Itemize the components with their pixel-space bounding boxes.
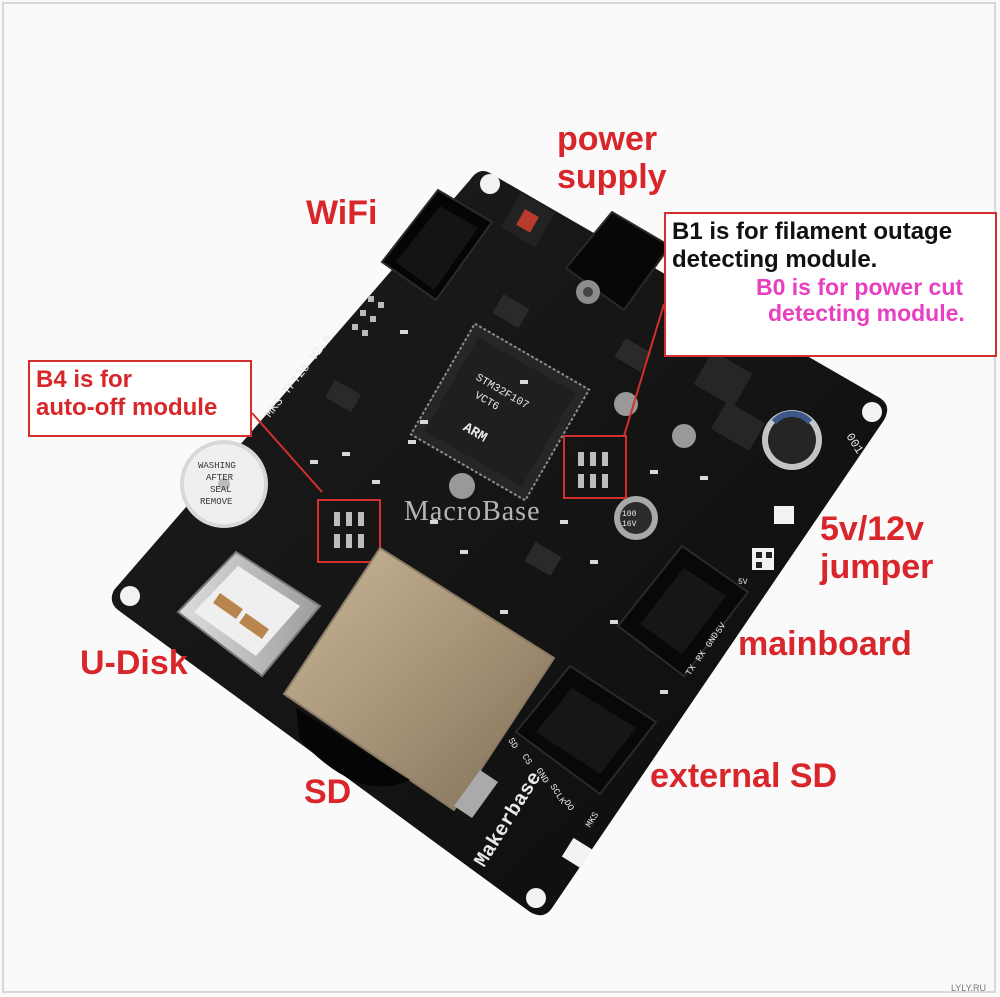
mount-hole <box>862 402 882 422</box>
capacitor-large <box>762 410 822 470</box>
mount-hole <box>480 174 500 194</box>
ic <box>325 379 361 413</box>
callout-b1-b0: B1 is for filament outage detecting modu… <box>664 212 997 357</box>
svg-text:100: 100 <box>622 510 637 519</box>
mount-hole <box>526 888 546 908</box>
callout-pointer <box>623 303 665 437</box>
sd-slot <box>282 546 556 818</box>
external-sd-header <box>514 664 658 796</box>
svg-text:REMOVE: REMOVE <box>200 497 232 507</box>
b1-b0-highlight <box>563 435 627 499</box>
jumper-5v-12v: 5V <box>738 506 794 587</box>
callout-pointer <box>251 412 323 493</box>
ic <box>693 351 753 407</box>
reset-button <box>500 192 556 248</box>
capacitor <box>672 424 696 448</box>
callout-b1-line2: detecting module. <box>672 245 878 273</box>
mount-hole <box>120 586 140 606</box>
label-u-disk: U-Disk <box>80 644 188 682</box>
corner-tag: LYLY.RU <box>950 983 986 993</box>
callout-b4-line1: B4 is for <box>36 366 133 393</box>
wifi-header <box>380 188 494 302</box>
mcu-chip: STM32F107 VCT6 ARM <box>409 322 591 502</box>
mainboard-header <box>616 544 750 678</box>
label-wifi: WiFi <box>306 194 378 232</box>
pin-header <box>352 296 384 336</box>
b1-b0-header <box>578 452 608 488</box>
svg-text:16V: 16V <box>622 520 637 529</box>
callout-b1-line1: B1 is for filament outage <box>672 218 953 245</box>
smd-components <box>310 330 708 694</box>
brand-logo <box>561 837 593 869</box>
label-5v-12v-jumper: 5v/12v jumper <box>820 510 934 587</box>
power-jack <box>564 210 672 312</box>
callout-b0-line1: B0 is for power cut <box>756 273 964 300</box>
ic <box>710 401 766 451</box>
label-sd: SD <box>304 773 352 811</box>
callout-b4-line2: auto-off module <box>36 393 218 421</box>
ic <box>492 293 530 329</box>
svg-text:WASHING: WASHING <box>198 461 236 471</box>
callout-b0-line2: detecting module. <box>768 300 965 327</box>
usb-port <box>176 550 322 678</box>
label-power-supply: power supply <box>557 120 667 197</box>
svg-text:DO: DO <box>561 798 575 812</box>
label-external-sd: external SD <box>650 757 838 795</box>
svg-text:5V: 5V <box>738 578 748 587</box>
capacitor <box>449 473 475 499</box>
svg-text:CS: CS <box>519 752 533 766</box>
svg-text:SD: SD <box>505 736 519 750</box>
capacitor: 100 16V <box>614 496 658 540</box>
callout-b4: B4 is for auto-off module <box>28 360 252 437</box>
ic <box>524 541 562 577</box>
watermark: MacroBase <box>404 496 541 527</box>
svg-text:SEAL: SEAL <box>210 485 232 495</box>
buzzer: WASHING AFTER SEAL REMOVE <box>180 440 268 528</box>
label-mainboard: mainboard <box>738 625 912 663</box>
ic <box>614 337 652 373</box>
b4-highlight <box>317 499 381 563</box>
b4-header <box>334 512 364 548</box>
svg-text:AFTER: AFTER <box>206 473 234 483</box>
